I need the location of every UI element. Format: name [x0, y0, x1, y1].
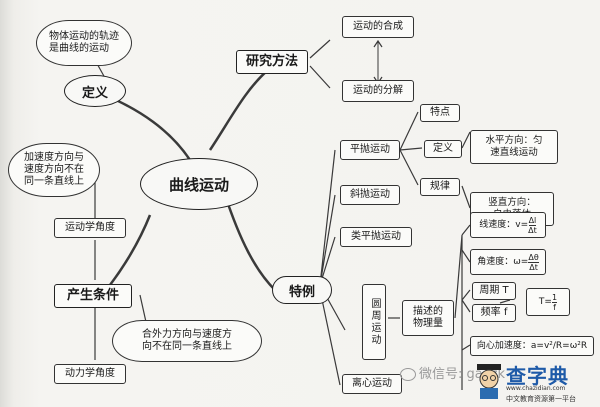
circular-label: 圆周运动	[369, 298, 380, 346]
dynamic-note: 合外力方向与速度方向不在同一条直线上	[112, 320, 262, 362]
frequency-label: 频率 f	[480, 307, 508, 318]
t-formula-label: T=	[538, 297, 552, 307]
dynamic-label: 动力学角度	[65, 368, 115, 379]
center-node: 曲线运动	[140, 158, 258, 210]
period-box: 周期 T	[472, 282, 516, 300]
linear-num: Δl	[528, 215, 537, 226]
special-node: 特例	[272, 276, 332, 304]
dynamic-box: 动力学角度	[54, 364, 126, 384]
chazidian-logo: 查字典 www.chazidian.com 中文教育资源第一平台	[474, 358, 600, 407]
definition-node: 定义	[64, 75, 126, 107]
centrifugal-label: 离心运动	[352, 378, 392, 389]
dynamic-note-line2: 向不在同一条直线上	[142, 341, 232, 352]
centripetal-label: 向心加速度：a=v²/R=ω²R	[476, 341, 588, 351]
kinematic-label: 运动学角度	[65, 222, 115, 233]
definition-label: 定义	[81, 85, 108, 101]
projectile-label: 平抛运动	[350, 144, 390, 155]
centripetal-box: 向心加速度：a=v²/R=ω²R	[470, 336, 594, 356]
law-label: 规律	[430, 181, 450, 192]
kinematic-note-line1: 加速度方向与	[24, 152, 84, 163]
oblique-box: 斜抛运动	[340, 185, 400, 205]
horizontal-line1: 水平方向：匀	[485, 135, 543, 146]
logo-url: www.chazidian.com	[506, 385, 566, 392]
kinematic-note-line2: 速度方向不在	[24, 164, 84, 175]
angular-den: Δt	[529, 262, 538, 272]
features-box: 特点	[420, 104, 460, 122]
definition-sub-box: 定义	[424, 140, 462, 158]
mascot-icon	[474, 362, 504, 400]
kinematic-note: 加速度方向与速度方向不在同一条直线上	[8, 143, 100, 197]
vertical-line1: 竖直方向：	[488, 197, 536, 208]
physical-line2: 物理量	[413, 318, 443, 329]
frequency-box: 频率 f	[472, 304, 516, 322]
logo-title: 查字典	[506, 364, 569, 388]
logo-slogan: 中文教育资源第一平台	[506, 395, 576, 403]
research-label: 研究方法	[245, 54, 298, 69]
linear-den: Δt	[528, 225, 537, 235]
decompose-box: 运动的分解	[342, 80, 414, 102]
definition-note-line2: 是曲线的运动	[49, 43, 109, 54]
center-label: 曲线运动	[168, 175, 229, 194]
definition-note-line1: 物体运动的轨迹	[49, 31, 119, 42]
quasi-box: 类平抛运动	[340, 227, 412, 247]
wechat-icon	[400, 368, 416, 381]
physical-box: 描述的物理量	[402, 300, 454, 336]
kinematic-note-line3: 同一条直线上	[24, 176, 84, 187]
projectile-box: 平抛运动	[340, 140, 400, 160]
angular-speed-label: 角速度：ω=	[477, 257, 529, 267]
law-box: 规律	[420, 178, 460, 196]
compose-box: 运动的合成	[342, 16, 414, 38]
oblique-label: 斜抛运动	[350, 189, 390, 200]
special-label: 特例	[288, 284, 315, 300]
compose-label: 运动的合成	[353, 21, 403, 32]
quasi-label: 类平抛运动	[351, 231, 401, 242]
circular-box: 圆周运动	[362, 284, 386, 360]
features-label: 特点	[430, 107, 450, 118]
decompose-label: 运动的分解	[353, 85, 403, 96]
horizontal-line2: 速直线运动	[490, 147, 538, 158]
angular-num: Δθ	[528, 252, 539, 263]
condition-label: 产生条件	[66, 288, 119, 303]
research-node: 研究方法	[236, 50, 308, 74]
definition-sub-label: 定义	[433, 143, 453, 154]
dynamic-note-line1: 合外力方向与速度方	[142, 329, 232, 340]
linear-speed-label: 线速度：v=	[479, 220, 529, 230]
kinematic-box: 运动学角度	[54, 218, 126, 238]
condition-node: 产生条件	[54, 284, 132, 308]
period-label: 周期 T	[479, 285, 509, 296]
physical-line1: 描述的	[413, 306, 443, 317]
centrifugal-box: 离心运动	[342, 374, 402, 394]
t-num: 1	[551, 292, 558, 303]
horizontal-box: 水平方向：匀速直线运动	[470, 130, 558, 164]
t-den: f	[553, 302, 556, 312]
definition-note: 物体运动的轨迹是曲线的运动	[36, 20, 132, 66]
